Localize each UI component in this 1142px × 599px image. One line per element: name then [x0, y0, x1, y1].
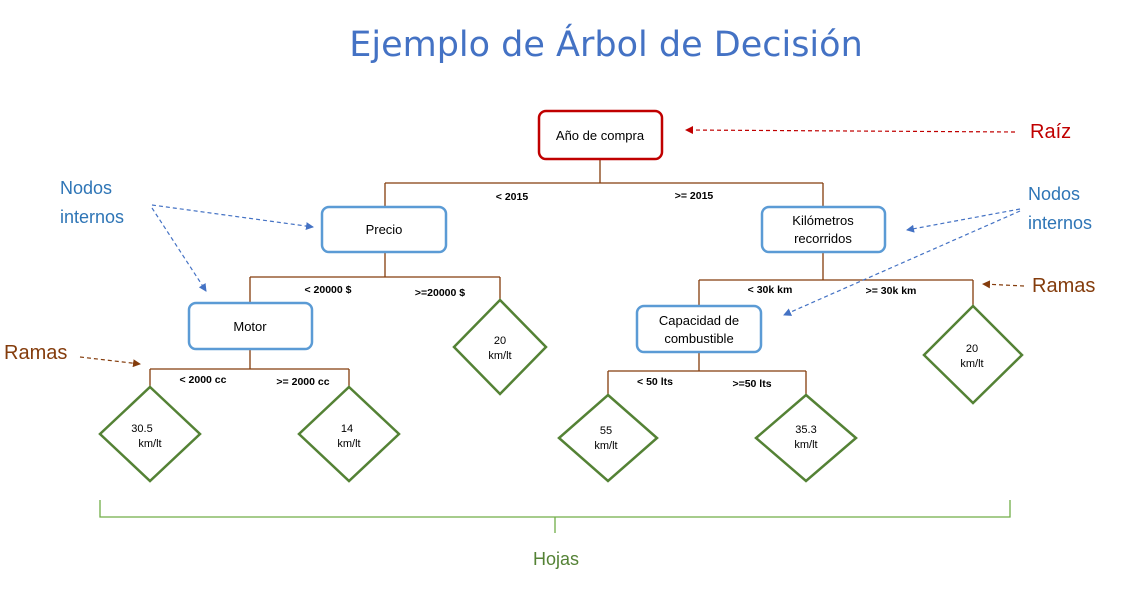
- annotation-nodos-left-line2: internos: [60, 207, 124, 227]
- diagram-title: Ejemplo de Árbol de Decisión: [349, 23, 863, 65]
- node-kilometros-label-line2: recorridos: [794, 231, 852, 246]
- leaf-value: 55: [600, 425, 612, 437]
- node-precio: Precio: [320, 205, 448, 254]
- edge-label-motor-right: >= 2000 cc: [276, 376, 329, 388]
- edge-label-km-right: >= 30k km: [866, 285, 917, 297]
- branch-precio: [249, 252, 501, 302]
- leaf-value: 35.3: [795, 424, 816, 436]
- leaf-unit: km/lt: [138, 438, 161, 450]
- annotation-hojas: Hojas: [533, 549, 579, 569]
- branch-capacidad: [607, 352, 807, 395]
- leaf-node-20-left: 20 km/lt: [452, 298, 548, 396]
- branch-motor: [149, 349, 350, 387]
- annotation-raiz: Raíz: [1030, 121, 1071, 143]
- node-capacidad: Capacidad de combustible: [635, 304, 763, 354]
- edge-label-km-left: < 30k km: [748, 284, 793, 296]
- ramas-left-arrow: [79, 356, 141, 368]
- leaf-unit: km/lt: [794, 439, 817, 451]
- node-precio-label: Precio: [366, 222, 403, 237]
- edge-label-precio-right: >=20000 $: [415, 287, 465, 299]
- nodos-right-arrow-kilometros: [906, 208, 1021, 233]
- node-motor-label: Motor: [233, 319, 267, 334]
- leaf-value: 30.5: [131, 423, 152, 435]
- branch-lines: [149, 160, 974, 395]
- edge-label-cap-right: >=50 lts: [732, 378, 771, 390]
- node-kilometros-label-line1: Kilómetros: [792, 213, 854, 228]
- leaf-unit: km/lt: [960, 358, 983, 370]
- node-capacidad-label-line1: Capacidad de: [659, 313, 739, 328]
- ramas-right-arrow: [982, 280, 1025, 289]
- root-node-label: Año de compra: [556, 128, 645, 143]
- edge-label-motor-left: < 2000 cc: [179, 374, 226, 386]
- branch-root: [384, 160, 824, 207]
- leaf-value: 20: [494, 335, 506, 347]
- edge-label-precio-left: < 20000 $: [304, 284, 351, 296]
- branch-kilometros: [698, 252, 974, 306]
- leaf-unit: km/lt: [594, 440, 617, 452]
- leaf-node-20-right: 20 km/lt: [922, 304, 1024, 405]
- leaf-node-35-3: 35.3 km/lt: [754, 393, 858, 483]
- annotation-nodos-right-line1: Nodos: [1028, 184, 1080, 204]
- node-motor: Motor: [187, 301, 314, 351]
- annotation-ramas-left: Ramas: [4, 342, 67, 364]
- nodos-left-arrow-precio: [151, 204, 314, 231]
- edge-label-root-left: < 2015: [496, 191, 529, 203]
- edge-label-root-right: >= 2015: [675, 190, 714, 202]
- node-capacidad-label-line2: combustible: [664, 331, 733, 346]
- hojas-brace: [99, 500, 1011, 533]
- leaf-value: 20: [966, 343, 978, 355]
- nodos-right-arrow-capacidad: [783, 210, 1021, 316]
- nodos-left-arrow-motor: [151, 207, 207, 292]
- root-node: Año de compra: [537, 109, 664, 161]
- node-kilometros: Kilómetros recorridos: [760, 205, 887, 254]
- leaf-node-55: 55 km/lt: [557, 393, 659, 483]
- leaf-unit: km/lt: [488, 350, 511, 362]
- leaf-node-14: 14 km/lt: [297, 385, 401, 483]
- annotation-nodos-left-line1: Nodos: [60, 178, 112, 198]
- leaf-node-30-5: 30.5 km/lt: [98, 385, 202, 483]
- edge-label-cap-left: < 50 lts: [637, 376, 673, 388]
- leaf-unit: km/lt: [337, 438, 360, 450]
- annotation-nodos-right-line2: internos: [1028, 213, 1092, 233]
- raiz-arrow: [685, 126, 1016, 135]
- annotation-ramas-right: Ramas: [1032, 275, 1095, 297]
- leaf-value: 14: [341, 423, 353, 435]
